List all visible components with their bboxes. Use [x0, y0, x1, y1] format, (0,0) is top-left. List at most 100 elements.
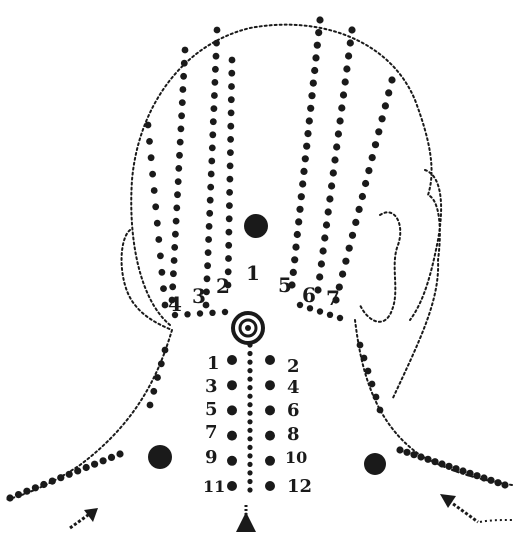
- right-ear-detail: [410, 170, 441, 320]
- acupoint-dot: [145, 122, 152, 129]
- acupoint-dot: [247, 351, 252, 356]
- acupoint-dot: [331, 156, 338, 163]
- acupoint-dot: [226, 189, 233, 196]
- acupoint-dot: [147, 402, 154, 409]
- acupoint-dot: [172, 231, 179, 238]
- neck-label-4: 4: [287, 377, 300, 398]
- acupoint-dot: [308, 92, 315, 99]
- acupoint-dot: [207, 197, 214, 204]
- acupoint-dot: [473, 472, 480, 479]
- acupoint-dot: [501, 481, 508, 488]
- acupoint-dot: [247, 428, 252, 433]
- acupoint-dot: [346, 245, 353, 252]
- neck-label-12: 12: [287, 476, 312, 497]
- acupoint-dot: [181, 60, 188, 67]
- acupoint-dot: [227, 456, 237, 466]
- acupoint-dot: [321, 234, 328, 241]
- acupoint-dot: [228, 110, 235, 117]
- head-label-1: 1: [246, 261, 260, 285]
- shoulder-dots: [6, 342, 508, 502]
- acupoint-dot: [247, 445, 252, 450]
- acupoint-dot: [227, 431, 237, 441]
- acupoint-dot: [326, 195, 333, 202]
- acupoint-dot: [40, 481, 47, 488]
- acupoint-dot: [176, 152, 183, 159]
- acupoint-dot: [174, 191, 181, 198]
- acupoint-dot: [227, 136, 234, 143]
- acupoint-dot: [480, 474, 487, 481]
- acupoint-dot: [227, 380, 237, 390]
- acupoint-dot: [294, 231, 301, 238]
- arrow-right-up-icon: [70, 508, 98, 528]
- acupoint-dot: [149, 171, 156, 178]
- acupoint-dot: [228, 96, 235, 103]
- acupoint-dot: [247, 411, 252, 416]
- acupoint-dot: [108, 454, 115, 461]
- acupoint-dot: [179, 99, 186, 106]
- acupoint-dot: [318, 260, 325, 267]
- acupoint-dot: [204, 275, 211, 282]
- neck-label-7: 7: [205, 422, 218, 443]
- acupoint-dot: [226, 202, 233, 209]
- acupoint-dot: [178, 112, 185, 119]
- acupoint-dot: [227, 405, 237, 415]
- acupoint-dot: [388, 76, 395, 83]
- acupoint-dot: [213, 53, 220, 60]
- acupoint-dot: [206, 210, 213, 217]
- acupoint-dot: [487, 477, 494, 484]
- neck-label-1: 1: [207, 353, 220, 374]
- acupoint-dot: [356, 206, 363, 213]
- acupoint-dot: [205, 249, 212, 256]
- acupoint-dot: [315, 29, 322, 36]
- acupoint-dot: [300, 168, 307, 175]
- neck-label-2: 2: [287, 356, 300, 377]
- acupoint-dot: [206, 223, 213, 230]
- acupoint-dot: [151, 187, 158, 194]
- acupoint-dot: [152, 203, 159, 210]
- acupoint-dot: [227, 176, 234, 183]
- acupoint-dot: [57, 474, 64, 481]
- acupoint-dot: [175, 165, 182, 172]
- acupoint-dot: [299, 180, 306, 187]
- acupoint-dot: [209, 131, 216, 138]
- dot-line-4: [288, 16, 323, 288]
- acupoint-dot: [158, 360, 165, 367]
- acupoint-dot: [207, 184, 214, 191]
- acupoint-dot: [431, 458, 438, 465]
- acupoint-dot: [424, 456, 431, 463]
- head-label-7: 7: [326, 286, 340, 310]
- head-label-6: 6: [302, 283, 316, 307]
- acupoint-dot: [265, 481, 275, 491]
- acupoint-dot: [209, 310, 215, 316]
- acupoint-dot: [494, 479, 501, 486]
- acupoint-dot: [339, 271, 346, 278]
- acupoint-dot: [170, 270, 177, 277]
- acupoint-dot: [227, 163, 234, 170]
- dot-line-2: [203, 27, 221, 309]
- acupoint-dot: [225, 255, 232, 262]
- acupoint-dot: [349, 232, 356, 239]
- acupoint-dot: [369, 381, 376, 388]
- acupoint-dot: [296, 206, 303, 213]
- acupoint-dot: [328, 182, 335, 189]
- acupoint-dot: [265, 355, 275, 365]
- acupoint-dot: [295, 218, 302, 225]
- head-label-5: 5: [278, 273, 292, 297]
- acupoint-dot: [372, 141, 379, 148]
- arrow-up-icon: [236, 505, 256, 532]
- head-label-2: 2: [216, 274, 230, 298]
- dot-line-1: [169, 47, 189, 304]
- acupoint-dot: [247, 470, 252, 475]
- acupoint-dot: [333, 143, 340, 150]
- acupoint-dot: [265, 431, 275, 441]
- acupoint-dot: [171, 244, 178, 251]
- acupoint-dot: [314, 42, 321, 49]
- acupoint-dot: [155, 236, 162, 243]
- acupoint-dot: [247, 368, 252, 373]
- acupoint-dot: [342, 78, 349, 85]
- acupoint-dot: [410, 451, 417, 458]
- acupoint-dot: [365, 368, 372, 375]
- left-shoulder-outline: [5, 330, 172, 500]
